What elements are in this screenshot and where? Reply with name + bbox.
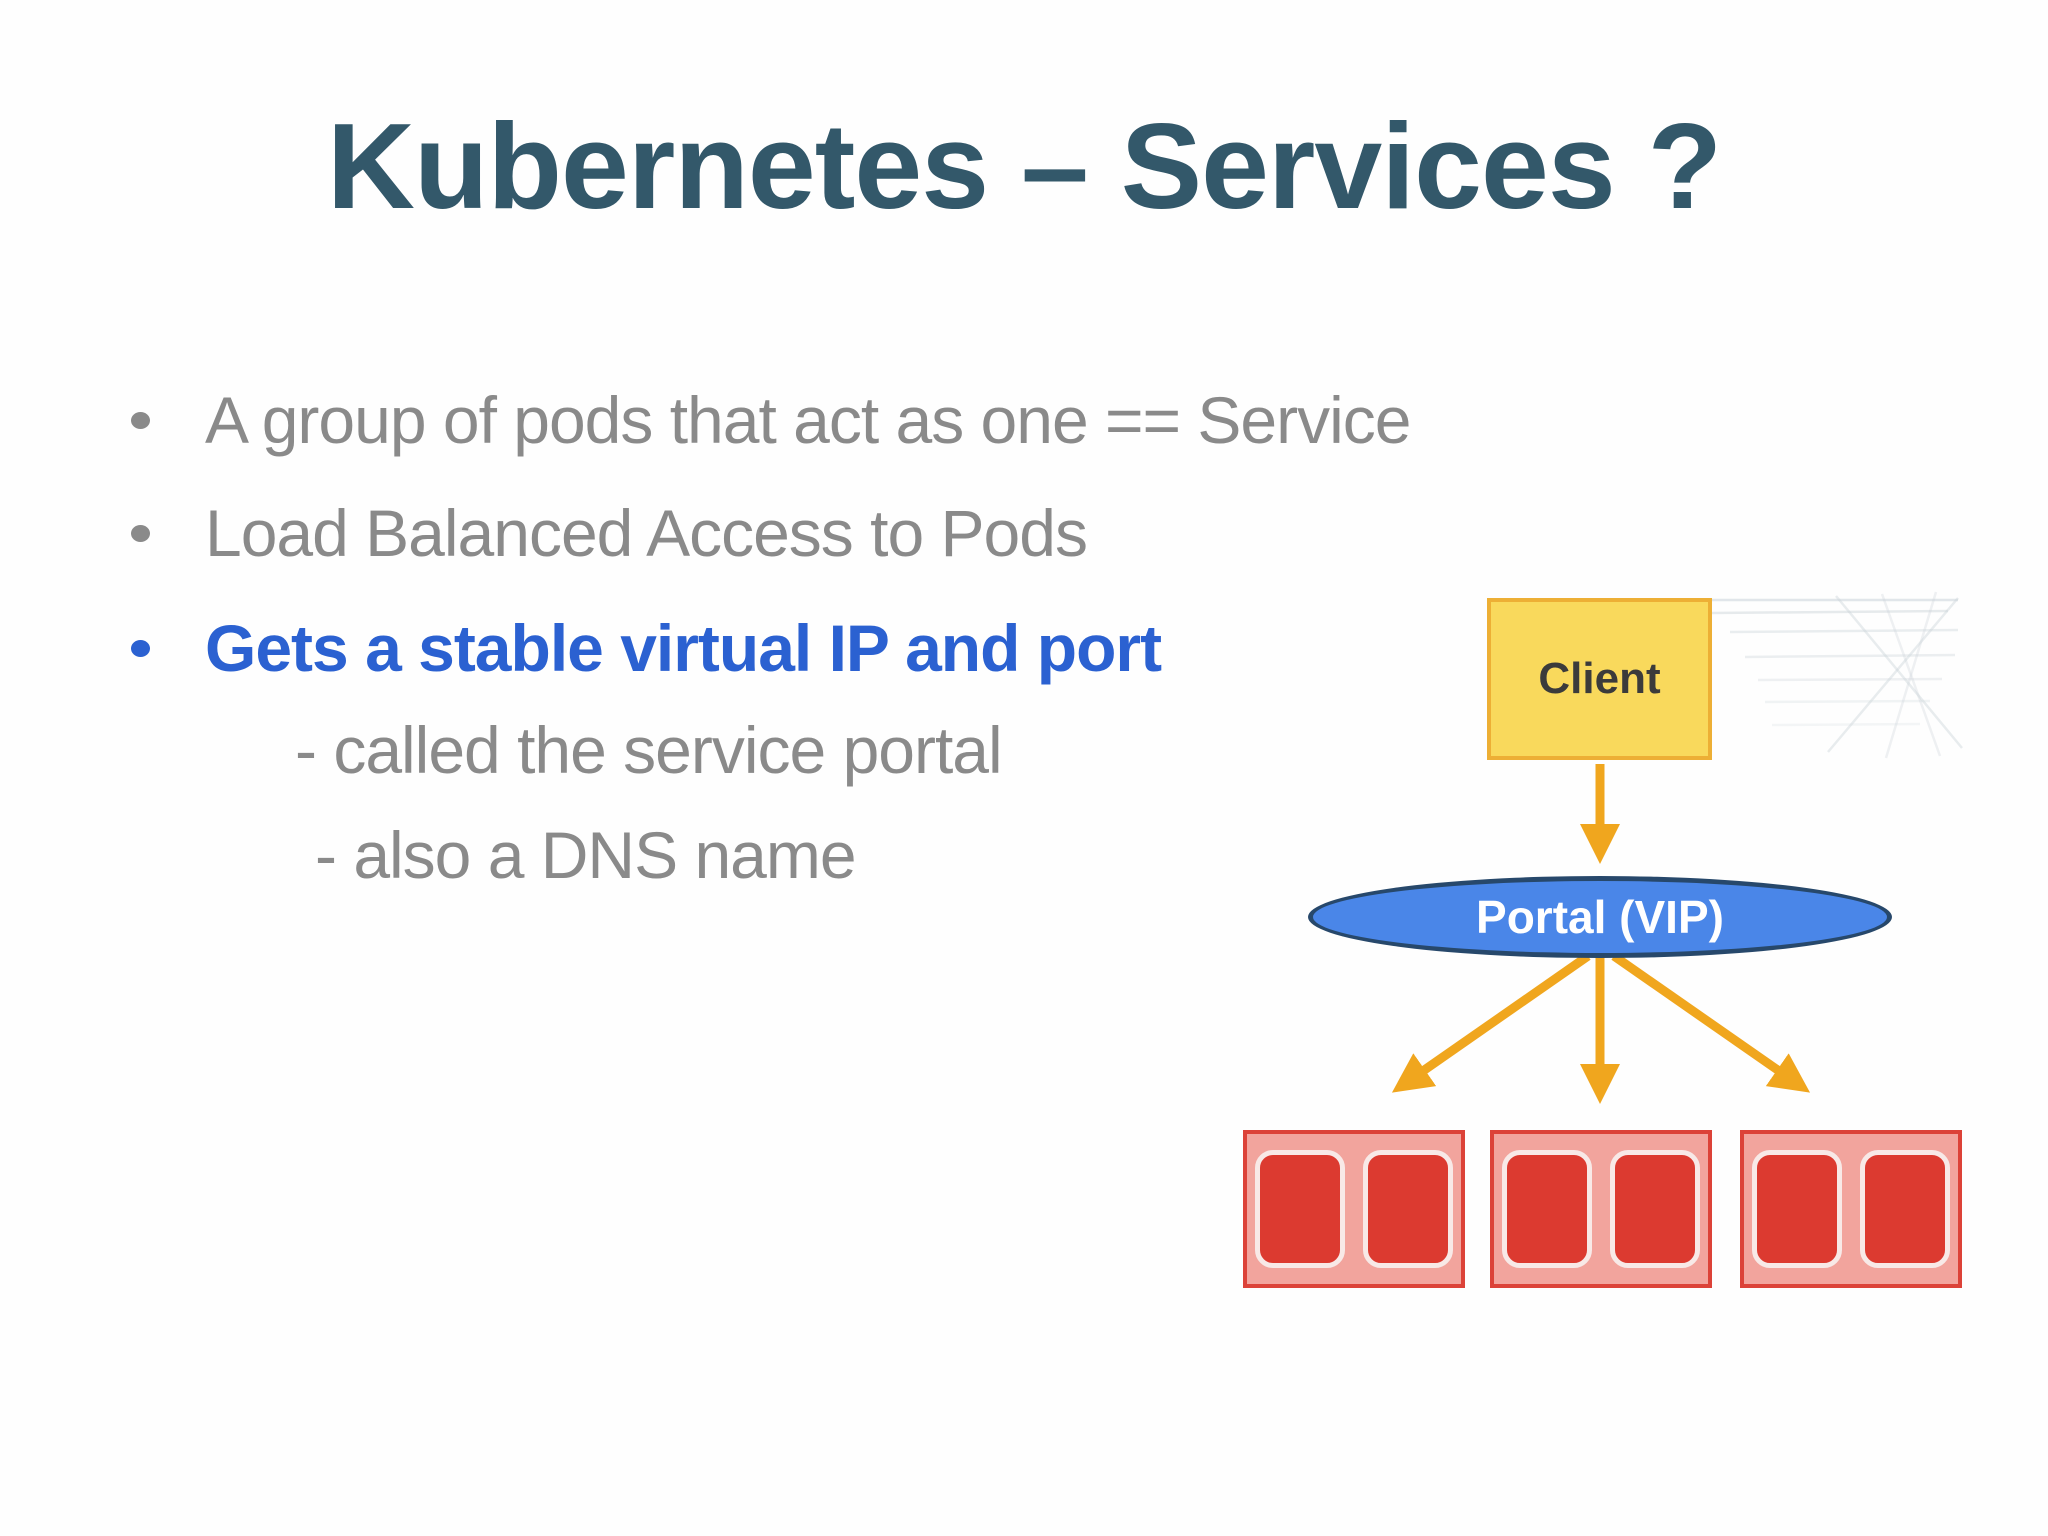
arrow-portal-to-pod-1 (1391, 952, 1591, 1093)
wireframe-sketch-icon (1711, 591, 1963, 759)
portal-label: Portal (VIP) (1476, 891, 1724, 943)
pod (1502, 1150, 1592, 1268)
pod (1610, 1150, 1700, 1268)
client-node: Client (1487, 598, 1712, 760)
portal-vip-node: Portal (VIP) (1308, 876, 1892, 958)
pod-group-1 (1243, 1130, 1465, 1288)
bullet-dot (131, 412, 150, 429)
pod (1363, 1150, 1453, 1268)
pod (1255, 1150, 1345, 1268)
slide-title: Kubernetes – Services ? (326, 98, 1722, 234)
sub-bullet-item: - called the service portal (295, 713, 1003, 787)
bullet-dot-highlight (131, 640, 150, 657)
bullet-dot (131, 525, 150, 542)
pod-group-3 (1740, 1130, 1962, 1288)
sub-bullet-item: - also a DNS name (315, 818, 857, 892)
bullet-item-highlight: Gets a stable virtual IP and port (205, 611, 1162, 685)
arrow-portal-to-pod-3 (1611, 952, 1811, 1093)
pod (1860, 1150, 1950, 1268)
bullet-item: A group of pods that act as one == Servi… (205, 383, 1411, 457)
bullet-item: Load Balanced Access to Pods (205, 496, 1088, 570)
pod-group-2 (1490, 1130, 1712, 1288)
pod (1752, 1150, 1842, 1268)
client-label: Client (1538, 654, 1661, 703)
